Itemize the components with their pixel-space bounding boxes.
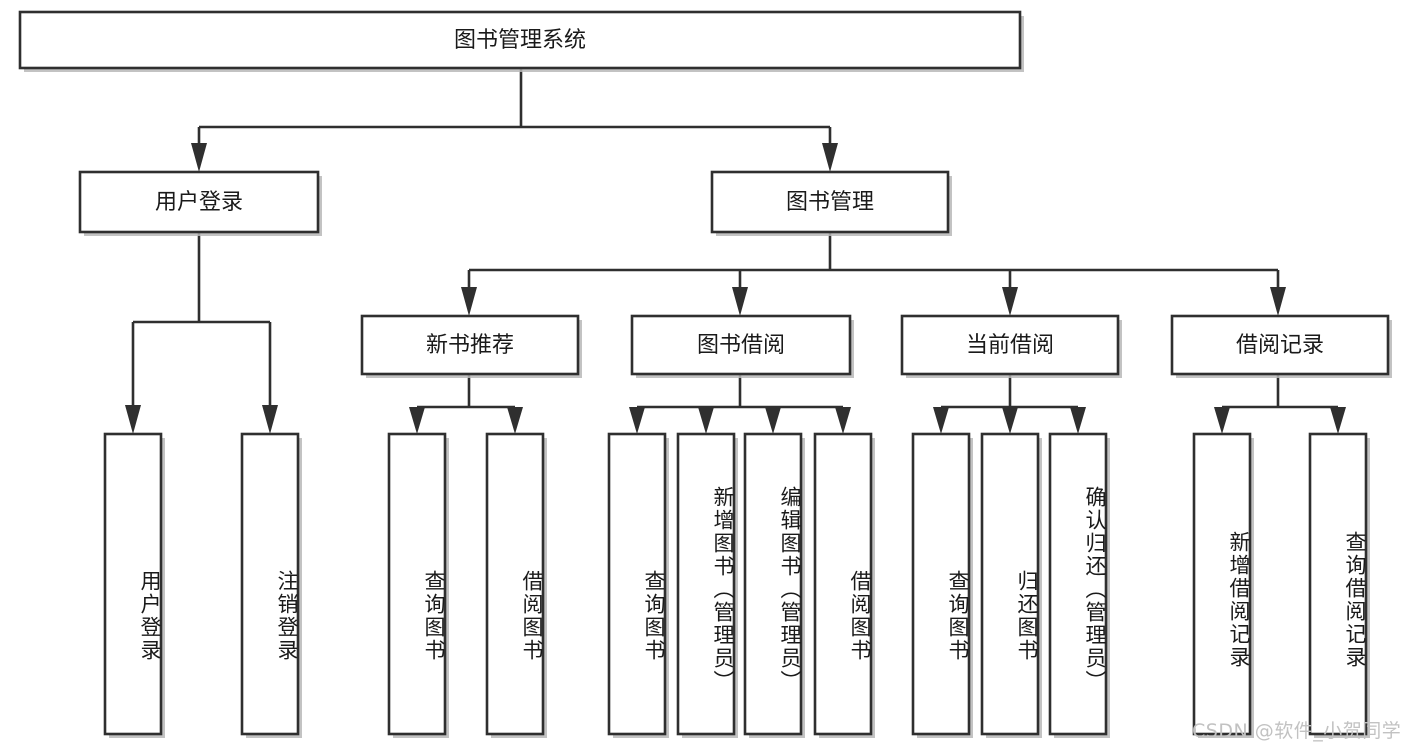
arrow-to-user-login — [191, 143, 207, 172]
user-login-label: 用户登录 — [155, 190, 243, 215]
borrow-record-box — [1170, 314, 1390, 376]
leaf-query-book-1-box[interactable] — [387, 432, 447, 736]
arrow-leaf-confirm-return — [1070, 407, 1086, 434]
node-new-book-rec[interactable]: 新书推荐 — [360, 314, 582, 378]
leaf-return-book-box[interactable] — [980, 432, 1040, 736]
book-borrow-label: 图书借阅 — [697, 333, 785, 358]
arrow-leaf-query-book-1 — [409, 407, 425, 434]
book-manage-box — [710, 170, 950, 234]
arrow-to-borrow-record — [1270, 287, 1286, 316]
csdn-watermark: CSDN @软件_小贺同学 — [1192, 720, 1402, 742]
arrow-to-book-manage — [822, 143, 838, 172]
new-book-rec-label: 新书推荐 — [426, 333, 514, 358]
arrow-leaf-user-login — [125, 405, 141, 434]
arrow-to-current-borrow — [1002, 287, 1018, 316]
node-book-borrow[interactable]: 图书借阅 — [630, 314, 854, 378]
arrow-to-new-book-rec — [461, 287, 477, 316]
leaf-query-book-2-box[interactable] — [607, 432, 667, 736]
leaf-query-book-3-box[interactable] — [911, 432, 971, 736]
connector-layer — [125, 68, 1346, 434]
arrow-leaf-edit-book — [765, 407, 781, 434]
root-box — [18, 10, 1022, 70]
arrow-to-book-borrow — [732, 287, 748, 316]
arrow-leaf-add-book — [698, 407, 714, 434]
arrow-leaf-add-record — [1214, 407, 1230, 434]
user-login-box — [78, 170, 320, 234]
leaf-user-login-box[interactable] — [103, 432, 163, 736]
arrow-leaf-return-book — [1002, 407, 1018, 434]
borrow-record-label: 借阅记录 — [1236, 333, 1324, 358]
node-current-borrow[interactable]: 当前借阅 — [900, 314, 1122, 378]
leaf-add-record-box[interactable] — [1192, 432, 1252, 736]
leaf-logout-box[interactable] — [240, 432, 300, 736]
leaf-borrow-book-1-box[interactable] — [485, 432, 545, 736]
root-label: 图书管理系统 — [454, 28, 586, 53]
book-manage-label: 图书管理 — [786, 190, 874, 215]
current-borrow-box — [900, 314, 1120, 376]
leaf-borrow-book-2-box[interactable] — [813, 432, 873, 736]
node-borrow-record[interactable]: 借阅记录 — [1170, 314, 1392, 378]
arrow-leaf-borrow-book-2 — [835, 407, 851, 434]
leaf-edit-book-box[interactable] — [743, 432, 803, 736]
arrow-leaf-query-book-2 — [629, 407, 645, 434]
arrow-leaf-borrow-book-1 — [507, 407, 523, 434]
leaf-add-book-box[interactable] — [676, 432, 736, 736]
current-borrow-label: 当前借阅 — [966, 333, 1054, 358]
node-user-login[interactable]: 用户登录 — [78, 170, 322, 236]
arrow-leaf-logout — [262, 405, 278, 434]
leaf-confirm-return-box[interactable] — [1048, 432, 1108, 736]
new-book-rec-box — [360, 314, 580, 376]
arrow-leaf-query-book-3 — [933, 407, 949, 434]
node-root[interactable]: 图书管理系统 — [18, 10, 1024, 72]
leaf-box-layer — [103, 432, 1370, 738]
arrow-leaf-query-record — [1330, 407, 1346, 434]
node-book-manage[interactable]: 图书管理 — [710, 170, 952, 236]
leaf-query-record-box[interactable] — [1308, 432, 1368, 736]
book-borrow-box — [630, 314, 852, 376]
